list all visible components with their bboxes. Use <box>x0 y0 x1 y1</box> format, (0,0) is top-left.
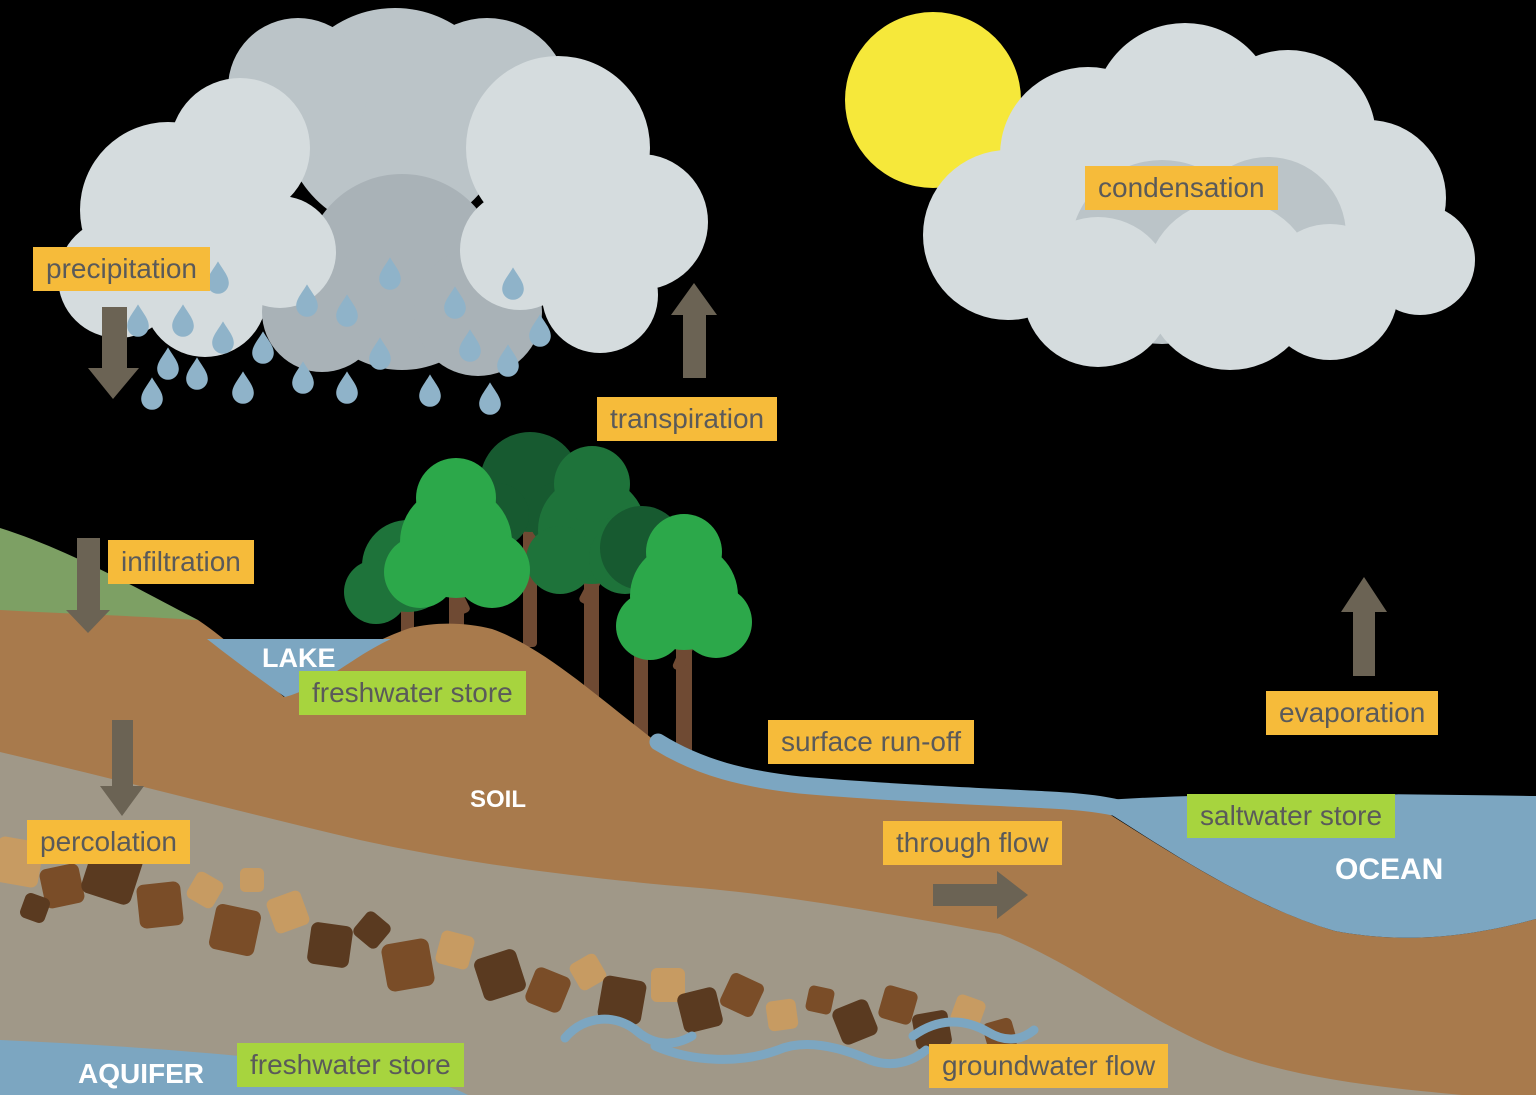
aquifer-rocks <box>0 836 1018 1053</box>
soil-region-label: SOIL <box>470 786 527 813</box>
precipitation-arrow-down-icon <box>88 307 139 399</box>
evaporation-arrow-up-icon <box>1341 577 1387 676</box>
trees <box>344 432 752 765</box>
evaporation-label: evaporation <box>1266 691 1439 735</box>
precipitation-label: precipitation <box>33 247 210 291</box>
infiltration-label: infiltration <box>108 540 254 584</box>
through-flow-arrow-right-icon <box>933 871 1028 919</box>
condensation-label: condensation <box>1085 166 1278 210</box>
sun-icon <box>845 12 1021 188</box>
ocean-saltwater-store-label: saltwater store <box>1187 794 1396 838</box>
subsoil-layer <box>0 752 1462 1095</box>
percolation-arrow-down-icon <box>100 720 144 816</box>
aquifer-region-label: AQUIFER <box>78 1058 204 1089</box>
lake-region-label: LAKE <box>262 643 336 673</box>
percolation-label: percolation <box>27 820 190 864</box>
surface-runoff-label: surface run-off <box>768 720 975 764</box>
runoff-river <box>649 733 1141 821</box>
through-flow-label: through flow <box>883 821 1062 865</box>
lake-freshwater-store-label: freshwater store <box>299 671 526 715</box>
tree <box>616 514 752 765</box>
tree <box>384 458 530 662</box>
lake-water <box>207 639 391 697</box>
groundwater-flow-label: groundwater flow <box>929 1044 1169 1088</box>
transpiration-label: transpiration <box>597 397 778 441</box>
groundwater-streams <box>560 1014 1039 1069</box>
transpiration-arrow-up-icon <box>671 283 717 378</box>
aquifer-freshwater-store-label: freshwater store <box>237 1043 464 1087</box>
ocean-region-label: OCEAN <box>1335 853 1444 886</box>
infiltration-arrow-down-icon <box>66 538 110 633</box>
rain-cloud-icon <box>58 8 708 376</box>
